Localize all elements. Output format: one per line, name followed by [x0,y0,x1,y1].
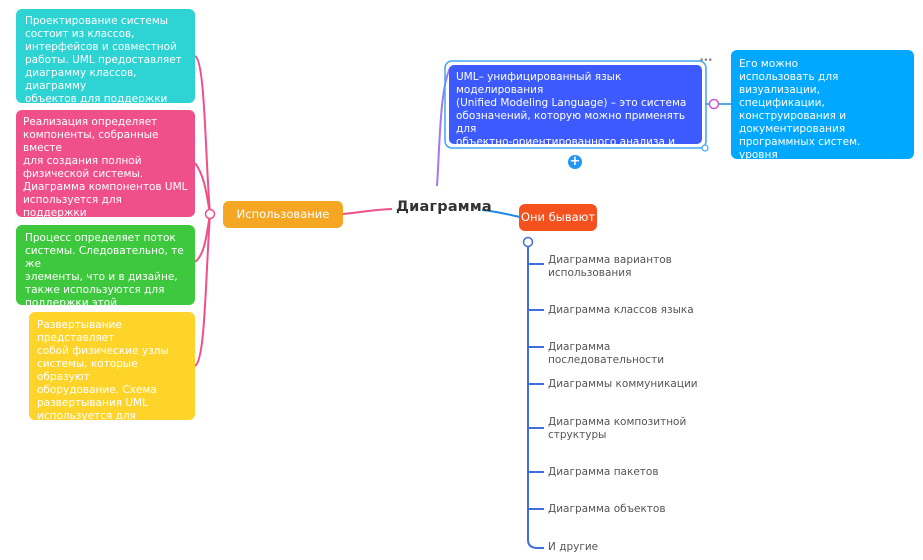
connector-left-branches [194,55,211,367]
left-node-implementation[interactable]: Реализация определяет компоненты, собран… [16,110,195,232]
right-item-sequence[interactable]: Диаграмма последовательности [548,341,665,366]
more-options-icon[interactable]: ••• [699,56,713,66]
left-node-process[interactable]: Процесс определяет поток системы. Следов… [16,225,195,322]
right-item-communication[interactable]: Диаграммы коммуникации [548,378,698,390]
top-node-port [708,98,720,110]
right-item-class[interactable]: Диаграмма классов языка [548,304,694,316]
left-node-design[interactable]: Проектирование системы состоит из классо… [16,9,195,118]
top-right-node-usage[interactable]: Его можно использовать для визуализации,… [731,50,914,161]
right-item-use-case[interactable]: Диаграмма вариантов использования [548,254,672,279]
selection-handle [701,144,709,152]
right-hub-port [522,236,534,248]
top-node-selection [444,60,707,149]
left-hub-port [204,208,216,220]
right-hub-types[interactable]: Они бывают [519,204,597,231]
add-node-icon[interactable]: + [568,154,582,169]
central-topic[interactable]: Диаграмма [396,199,492,215]
connector-right-spine [527,242,544,549]
connector-center-right [481,209,521,218]
connector-center-left [342,208,393,215]
left-hub-usage-uml[interactable]: Использование UML [223,201,343,248]
right-item-others[interactable]: И другие [548,541,599,553]
right-item-composite[interactable]: Диаграмма композитной структуры [548,416,687,441]
top-node-uml-definition[interactable]: UML– унифицированный язык моделирования … [449,65,702,161]
right-item-package[interactable]: Диаграмма пакетов [548,466,659,478]
right-item-object[interactable]: Диаграмма объектов [548,503,666,515]
left-node-deployment[interactable]: Развертывание представляет собой физичес… [29,312,195,448]
connector-center-top [436,67,451,187]
